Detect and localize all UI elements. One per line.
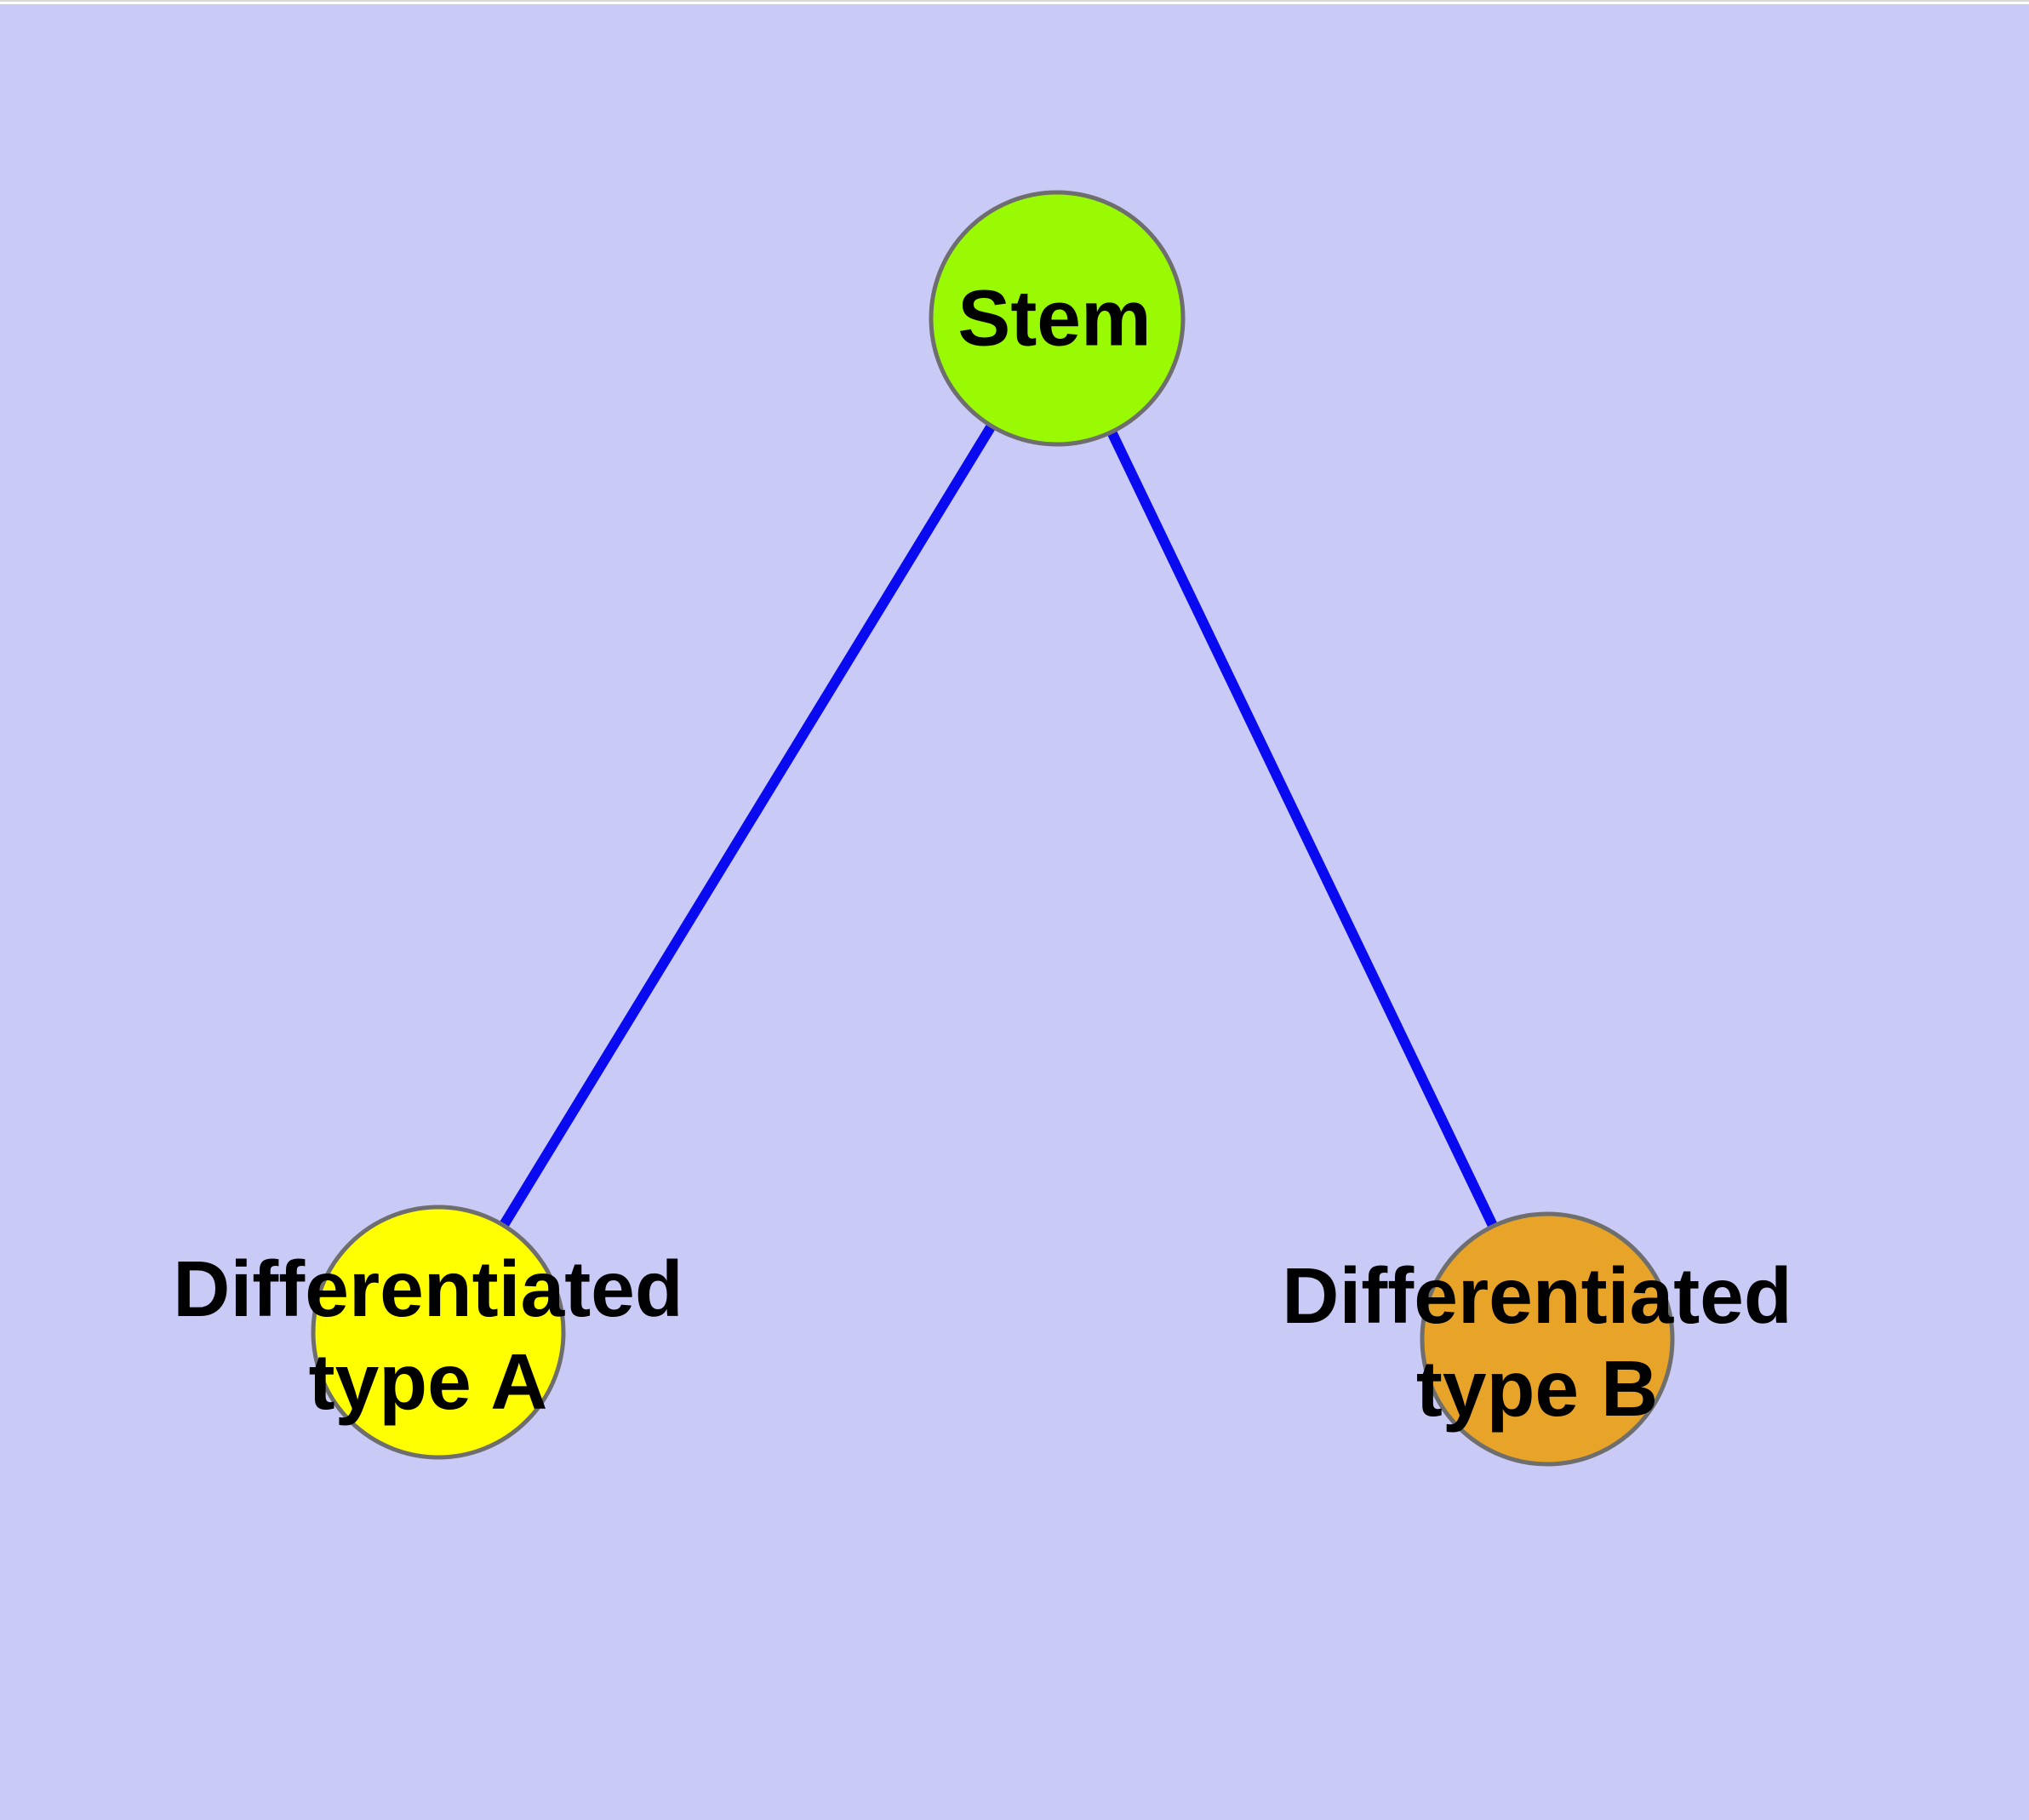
node-type-a-label-line1: Differentiated [173,1245,683,1333]
node-type-b-label-line2: type B [1415,1344,1659,1433]
node-stem-circle [929,190,1186,447]
node-type-b-circle [1420,1211,1675,1467]
node-type-b-label: Differentiated type B [1282,1250,1792,1435]
canvas-top-margin [0,0,2029,4]
node-stem-label: Stem [957,272,1151,365]
node-type-a-label-line2: type A [308,1337,548,1426]
edge-stem-to-type-a [433,315,1062,1336]
node-stem-label-text: Stem [957,273,1152,363]
node-type-b-label-line1: Differentiated [1282,1251,1792,1340]
edge-stem-to-type-b [1052,316,1552,1342]
node-type-a-label: Differentiated type A [173,1243,683,1428]
node-type-a-circle [311,1205,566,1460]
